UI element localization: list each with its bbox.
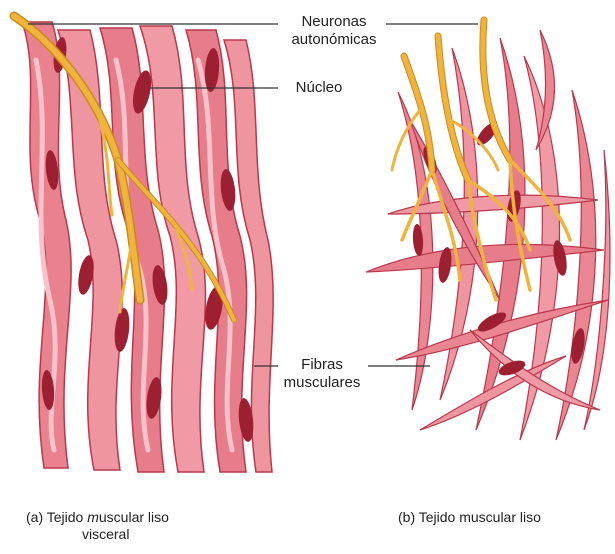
caption-a-rest: uscular liso [99,509,169,525]
label-fibers: Fibras musculares [270,356,374,392]
caption-a-prefix: (a) Tejido [26,509,87,525]
caption-a-line2: visceral [26,526,169,543]
label-neurons: Neuronas autonómicas [282,13,386,49]
caption-b: (b) Tejido muscular liso [398,509,541,526]
panel-a-visceral-tissue [14,16,273,472]
caption-a-line1: (a) Tejido muscular liso [26,509,169,526]
label-neurons-line1: Neuronas [282,13,386,31]
panel-b-multiunit-tissue [366,20,610,440]
label-fibers-line2: musculares [270,374,374,392]
label-nucleus: Núcleo [282,79,356,97]
caption-a-italic: m [87,509,99,525]
label-neurons-line2: autonómicas [282,31,386,49]
caption-a: (a) Tejido muscular liso visceral [26,509,169,543]
label-fibers-line1: Fibras [270,356,374,374]
